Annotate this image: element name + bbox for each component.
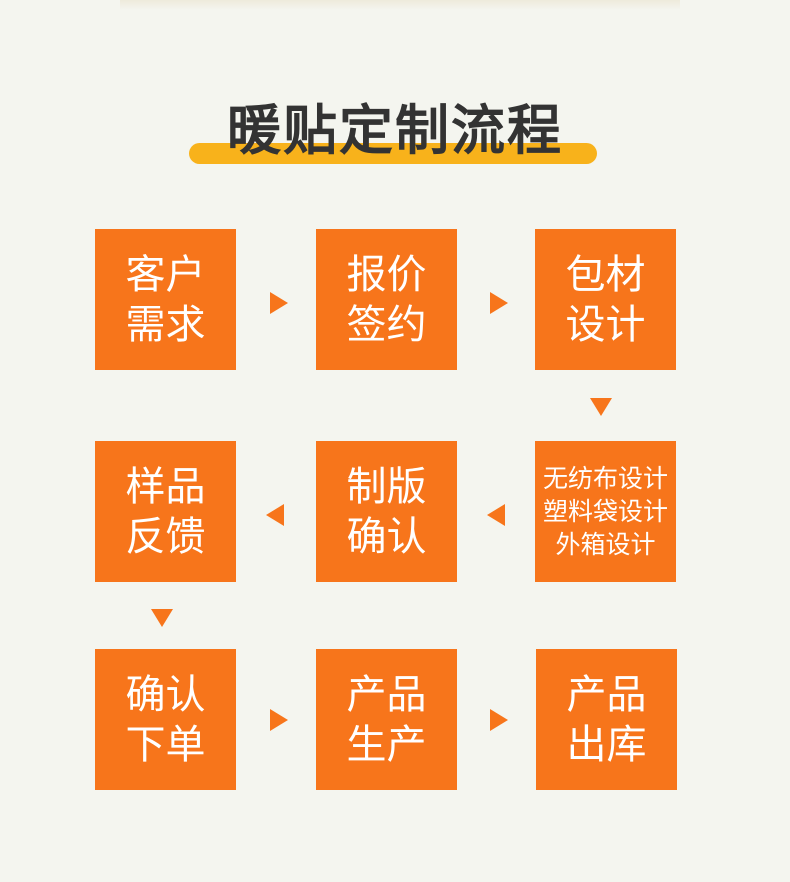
top-decoration	[120, 0, 680, 10]
arrow-right-icon	[270, 292, 288, 314]
step-confirm-order: 确认 下单	[95, 649, 236, 790]
arrow-right-icon	[490, 709, 508, 731]
arrow-left-icon	[266, 504, 284, 526]
step-shipping: 产品 出库	[536, 649, 677, 790]
step-packaging-design: 包材 设计	[535, 229, 676, 370]
step-material-design: 无纺布设计 塑料袋设计 外箱设计	[535, 441, 676, 582]
title-block: 暖贴定制流程	[0, 96, 790, 176]
arrow-left-icon	[487, 504, 505, 526]
arrow-down-icon	[590, 398, 612, 416]
step-customer-demand: 客户 需求	[95, 229, 236, 370]
step-production: 产品 生产	[316, 649, 457, 790]
step-quote-contract: 报价 签约	[316, 229, 457, 370]
arrow-down-icon	[151, 609, 173, 627]
arrow-right-icon	[490, 292, 508, 314]
page-title: 暖贴定制流程	[227, 99, 563, 162]
step-plate-confirm: 制版 确认	[316, 441, 457, 582]
title-underline-bar	[189, 143, 597, 164]
step-sample-feedback: 样品 反馈	[95, 441, 236, 582]
arrow-right-icon	[270, 709, 288, 731]
